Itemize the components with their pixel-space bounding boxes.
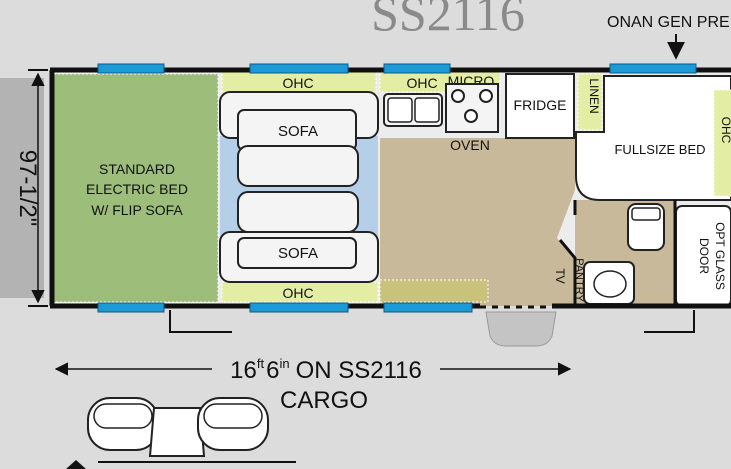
bed-area (53, 73, 219, 303)
cargo-chairs (87, 397, 269, 457)
fridge-label: FRIDGE (514, 97, 567, 113)
toilet (627, 203, 665, 251)
model-title: SS2116 (371, 0, 525, 41)
linen-closet (577, 73, 603, 131)
jack-right (644, 310, 695, 333)
length-feet-unit: ft (257, 356, 265, 371)
bed-label-line-1: STANDARD (99, 161, 175, 177)
ohc-right (713, 89, 731, 197)
sofa-bottom-label: SOFA (278, 245, 318, 262)
fullsize-bed (575, 75, 731, 201)
ohc-top-label: OHC (282, 75, 313, 91)
window-top-4 (609, 63, 697, 74)
window-top-3 (383, 63, 451, 74)
bath-sink (583, 261, 635, 305)
entry-step (485, 311, 557, 347)
cushion-lower (237, 191, 359, 233)
oven-label: OVEN (450, 137, 490, 153)
kitchen-counter-strip (379, 279, 489, 303)
length-feet: 16 (230, 357, 257, 384)
stove (445, 83, 499, 133)
length-dim-label: 16ft6in ON SS2116 (230, 356, 422, 384)
bath-partition (558, 200, 677, 306)
length-inches: 6 (266, 357, 279, 384)
glass-door-label-line-2: DOOR (697, 238, 711, 274)
jack-left (169, 310, 232, 333)
sofa-bottom: SOFA (219, 231, 379, 283)
ohc-bottom-label: OHC (282, 285, 313, 301)
length-suffix: ON SS2116 (296, 357, 422, 384)
length-inches-unit: in (279, 356, 289, 371)
ohc-right-label: OHC (719, 117, 731, 144)
bed-label-line-2: ELECTRIC BED (86, 181, 188, 197)
sofa-top: SOFA (219, 91, 379, 151)
sofa-top-label: SOFA (278, 123, 318, 140)
height-dim-label: 97-1/2" (14, 150, 41, 227)
cushion-upper (237, 145, 359, 187)
kitchen-floor (380, 138, 575, 306)
ohc-kitchen-label: OHC (406, 75, 437, 91)
fridge (505, 73, 575, 139)
pantry-label: PANTRY (573, 258, 585, 302)
glass-door-label-line-1: OPT GLASS (713, 222, 727, 290)
linen-label: LINEN (587, 78, 601, 113)
window-bottom-1 (97, 302, 165, 313)
cargo-arrow-fragment (66, 460, 86, 469)
window-bottom-3 (383, 302, 473, 313)
window-top-2 (249, 63, 349, 74)
window-top-1 (97, 63, 165, 74)
kitchen-sink (383, 93, 443, 127)
cargo-label: CARGO (280, 387, 368, 414)
window-bottom-2 (249, 302, 349, 313)
bed-label-line-3: W/ FLIP SOFA (91, 202, 183, 218)
tv-label: TV (553, 268, 567, 283)
generator-label: ONAN GEN PRE (607, 14, 730, 31)
fullsize-bed-label: FULLSIZE BED (614, 142, 705, 157)
